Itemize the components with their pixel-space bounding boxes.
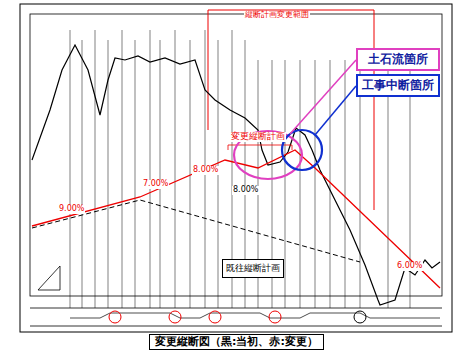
gradient-label: 6.00%	[396, 262, 423, 271]
station-line	[285, 60, 286, 308]
station-line	[150, 30, 151, 308]
leader-line	[315, 86, 356, 135]
curve-diagram	[70, 313, 440, 318]
stoppage-circle	[282, 130, 322, 170]
node-text: 工事中断箇所	[362, 77, 434, 94]
node-text: 既往縦断計画	[226, 262, 280, 275]
ground-profile	[32, 45, 440, 305]
plan-label-box: 既往縦断計画	[222, 259, 284, 278]
table-line	[30, 308, 442, 309]
station-line	[95, 30, 96, 308]
gradient-label: 8.00%	[192, 166, 219, 175]
gradient-label: 7.00%	[142, 180, 169, 189]
range-line	[374, 10, 375, 210]
table-line	[30, 326, 442, 327]
curve-circle	[354, 311, 366, 323]
gradient-label: 8.00%	[232, 186, 259, 195]
caption: 変更縦断図（黒:当初、赤:変更）	[149, 334, 324, 350]
plan-label: 変更縦断計画	[230, 132, 286, 142]
range-label: 縦断計画変更範囲	[244, 11, 310, 20]
gradient-label: 9.00%	[58, 205, 85, 214]
station-line	[70, 30, 71, 308]
node-text: 土石流箇所	[368, 51, 428, 68]
station-line	[330, 60, 331, 308]
original-plan	[32, 200, 360, 262]
station-lines	[70, 30, 410, 308]
station-line	[388, 60, 389, 308]
station-line	[82, 40, 83, 308]
callout-box: 工事中断箇所	[356, 74, 440, 97]
changed-plan	[32, 150, 440, 288]
station-line	[135, 40, 136, 308]
station-line	[160, 40, 161, 308]
station-line	[300, 60, 301, 308]
leader-line	[290, 60, 356, 134]
chart-frame	[30, 14, 442, 296]
callout-box: 土石流箇所	[356, 48, 440, 71]
scale-triangle	[38, 266, 60, 290]
station-line	[190, 40, 191, 308]
station-line	[175, 30, 176, 308]
station-line	[345, 60, 346, 308]
station-line	[122, 30, 123, 308]
station-line	[360, 60, 361, 308]
range-line	[208, 10, 209, 130]
station-line	[315, 60, 316, 308]
curve-circles	[109, 311, 281, 323]
outer-frame	[20, 4, 452, 332]
